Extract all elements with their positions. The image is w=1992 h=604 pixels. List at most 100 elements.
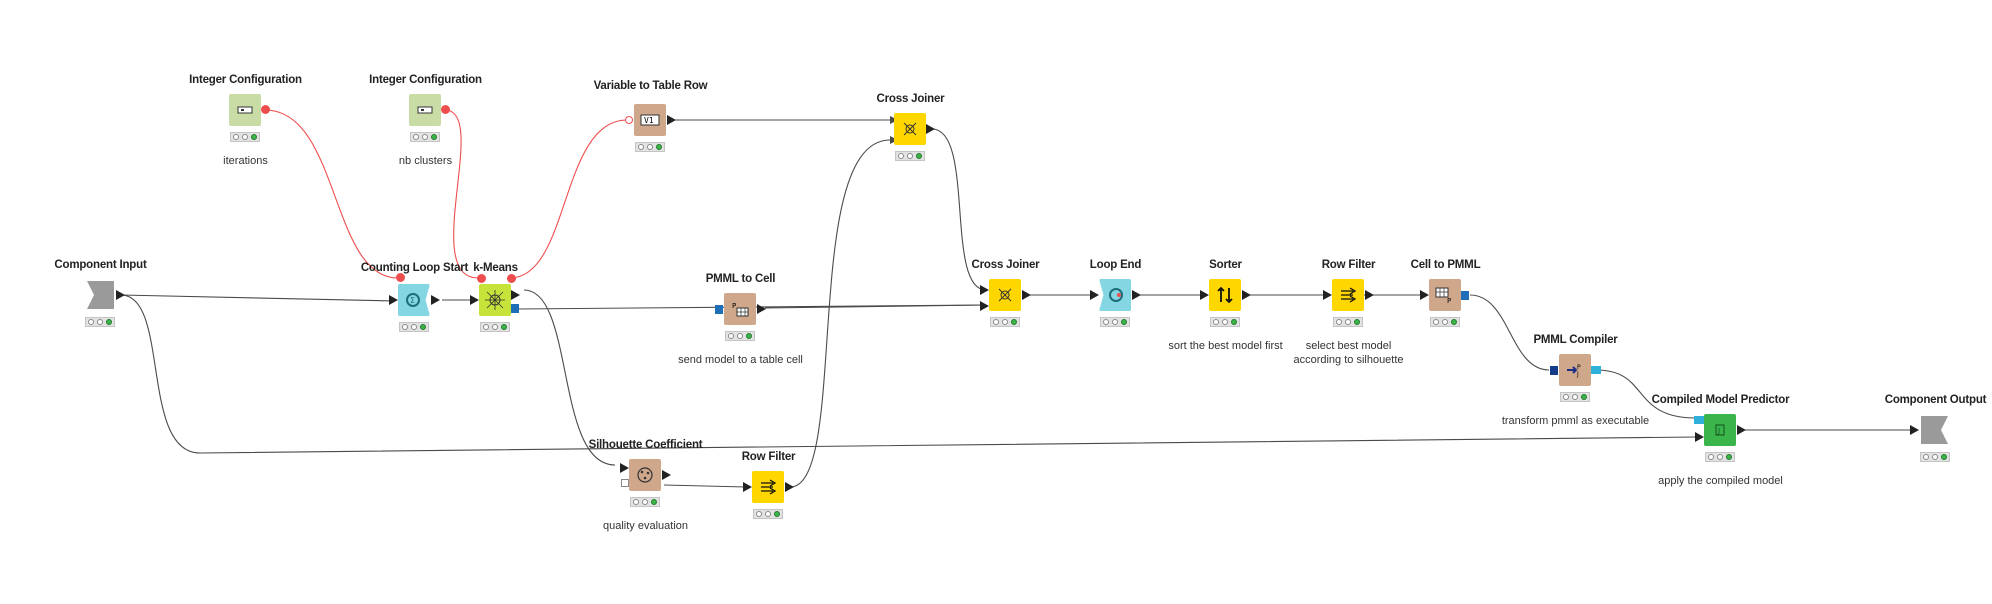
- node-k-means[interactable]: k-Means: [470, 262, 520, 332]
- predictor-icon[interactable]: J: [1704, 414, 1736, 446]
- data-out-port[interactable]: [1242, 290, 1251, 300]
- flow-variable-out-port[interactable]: [261, 105, 270, 114]
- compiled-model-out-port[interactable]: [1591, 366, 1601, 374]
- node-counting-loop-start[interactable]: Counting Loop Start Σ: [361, 262, 468, 332]
- data-model-wire: [1469, 294, 1550, 371]
- component-input-icon[interactable]: [84, 279, 116, 311]
- data-out-port[interactable]: [1132, 290, 1141, 300]
- silhouette-icon[interactable]: [629, 459, 661, 491]
- node-integer-configuration-nb-clusters[interactable]: Integer Configuration nb clusters: [369, 74, 482, 167]
- loop-start-icon[interactable]: Σ: [398, 284, 430, 316]
- node-component-output[interactable]: Component Output: [1885, 394, 1986, 462]
- node-annotation: send model to a table cell: [678, 354, 803, 366]
- flow-variable-out-port[interactable]: [507, 274, 516, 283]
- status-indicator: [1920, 452, 1950, 462]
- node-compiled-model-predictor[interactable]: Compiled Model Predictor J apply the com…: [1652, 394, 1790, 487]
- data-out-port[interactable]: [926, 124, 935, 134]
- data-in-port[interactable]: [1090, 290, 1099, 300]
- node-title: Component Output: [1884, 394, 1987, 406]
- node-row-filter-bottom[interactable]: Row Filter: [742, 451, 795, 519]
- data-in-port[interactable]: [1200, 290, 1209, 300]
- status-indicator: [480, 322, 510, 332]
- svg-text:J: J: [1717, 427, 1720, 435]
- data-wire: [764, 304, 986, 309]
- data-wire: [120, 294, 395, 302]
- cross-joiner-icon[interactable]: [989, 279, 1021, 311]
- data-in-port[interactable]: [743, 482, 752, 492]
- node-title: Row Filter: [1321, 259, 1376, 271]
- cell-to-pmml-icon[interactable]: P: [1429, 279, 1461, 311]
- data-in-port[interactable]: [1323, 290, 1332, 300]
- node-title: PMML to Cell: [705, 273, 776, 285]
- row-filter-icon[interactable]: [1332, 279, 1364, 311]
- data-out-port[interactable]: [116, 290, 125, 300]
- pmml-model-in-port[interactable]: [1550, 366, 1558, 375]
- flow-variable-out-port[interactable]: [441, 105, 450, 114]
- data-in-port-bottom[interactable]: [980, 301, 989, 311]
- data-out-port[interactable]: [1365, 290, 1374, 300]
- pmml-model-out-port[interactable]: [1461, 291, 1469, 300]
- data-in-port[interactable]: [389, 295, 398, 305]
- data-model-wire: [1595, 369, 1697, 419]
- node-title: Component Input: [54, 259, 147, 271]
- node-cross-joiner-middle[interactable]: Cross Joiner: [972, 259, 1040, 327]
- svg-text:P: P: [1577, 364, 1581, 371]
- config-icon[interactable]: [229, 94, 261, 126]
- node-loop-end[interactable]: Loop End: [1090, 259, 1141, 327]
- node-cell-to-pmml[interactable]: Cell to PMML P: [1411, 259, 1481, 327]
- kmeans-icon[interactable]: [479, 284, 511, 316]
- status-indicator: [1210, 317, 1240, 327]
- status-indicator: [410, 132, 440, 142]
- status-indicator: [85, 317, 115, 327]
- data-out-port[interactable]: [757, 304, 766, 314]
- data-out-port[interactable]: [785, 482, 794, 492]
- data-out-port[interactable]: [662, 470, 671, 480]
- data-wire: [789, 139, 891, 488]
- compiled-model-in-port[interactable]: [1694, 416, 1704, 424]
- data-in-port[interactable]: [1420, 290, 1429, 300]
- data-in-port[interactable]: [1910, 425, 1919, 435]
- sorter-icon[interactable]: [1209, 279, 1241, 311]
- data-out-port[interactable]: [1737, 425, 1746, 435]
- node-pmml-to-cell[interactable]: PMML to Cell P send model to a table cel…: [678, 273, 803, 366]
- data-in-port[interactable]: [1695, 432, 1704, 442]
- flow-variable-in-port[interactable]: [477, 274, 486, 283]
- node-component-input[interactable]: Component Input: [54, 259, 147, 327]
- pmml-to-cell-icon[interactable]: P: [724, 293, 756, 325]
- data-in-port-top[interactable]: [980, 285, 989, 295]
- data-out-port[interactable]: [431, 295, 440, 305]
- config-icon[interactable]: [409, 94, 441, 126]
- node-annotation: iterations: [223, 155, 268, 167]
- row-filter-icon[interactable]: [752, 471, 784, 503]
- flow-variable-in-port[interactable]: [625, 116, 633, 124]
- node-annotation: select best model according to silhouett…: [1293, 339, 1403, 367]
- data-wire: [663, 484, 747, 488]
- node-title: Sorter: [1209, 259, 1242, 271]
- node-annotation: transform pmml as executable: [1501, 415, 1650, 427]
- data-in-port[interactable]: [470, 295, 479, 305]
- pmml-model-out-port[interactable]: [511, 304, 519, 313]
- node-integer-configuration-iterations[interactable]: Integer Configuration iterations: [189, 74, 302, 167]
- flow-variable-in-port[interactable]: [396, 273, 405, 282]
- status-indicator: [1560, 392, 1590, 402]
- annotation-line: according to silhouette: [1293, 354, 1404, 366]
- variable-to-row-icon[interactable]: V1: [634, 104, 666, 136]
- data-out-port[interactable]: [667, 115, 676, 125]
- data-out-port[interactable]: [1022, 290, 1031, 300]
- cross-joiner-icon[interactable]: [894, 113, 926, 145]
- loop-end-icon[interactable]: [1099, 279, 1131, 311]
- status-indicator: [1705, 452, 1735, 462]
- pmml-model-in-port[interactable]: [715, 305, 723, 314]
- node-cross-joiner-top[interactable]: Cross Joiner: [877, 93, 945, 161]
- optional-in-port[interactable]: [621, 479, 629, 487]
- node-variable-to-table-row[interactable]: Variable to Table Row V1: [594, 80, 708, 152]
- node-sorter[interactable]: Sorter sort the best model first: [1168, 259, 1282, 352]
- node-silhouette-coefficient[interactable]: Silhouette Coefficient quality evaluatio…: [589, 439, 703, 532]
- data-out-port[interactable]: [511, 290, 520, 300]
- data-in-port[interactable]: [620, 463, 629, 473]
- component-output-icon[interactable]: [1919, 414, 1951, 446]
- node-row-filter-best-model[interactable]: Row Filter select best model according t…: [1293, 259, 1403, 366]
